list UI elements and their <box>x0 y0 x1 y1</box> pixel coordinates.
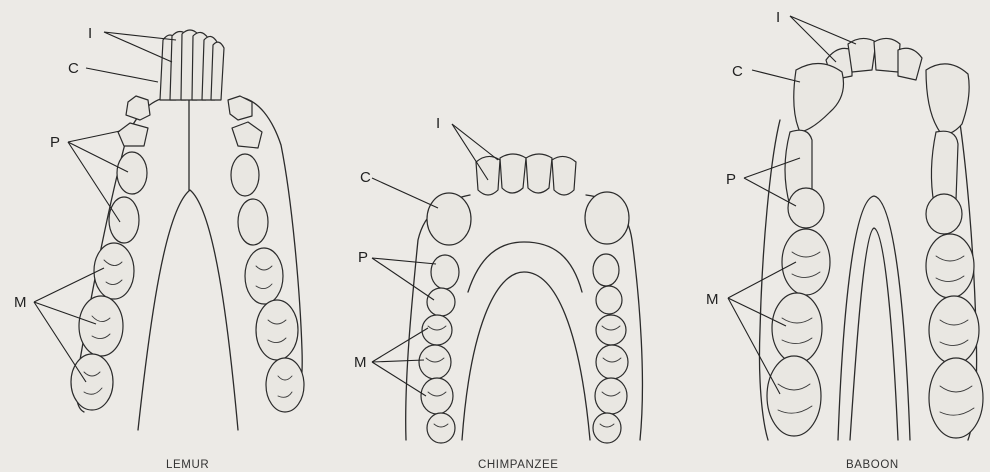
chimpanzee-canine-right <box>585 192 629 244</box>
baboon-premolar <box>788 188 824 228</box>
baboon-molar <box>926 234 974 298</box>
chimpanzee-palate-arc <box>468 242 582 292</box>
lemur-premolar <box>109 197 139 243</box>
chimpanzee-incisors <box>476 154 576 195</box>
lemur-incisors <box>160 30 224 100</box>
baboon-jaw: I C P M BABOON <box>706 9 983 471</box>
lemur-molar <box>79 296 123 356</box>
lemur-premolar <box>118 123 148 146</box>
baboon-caption: BABOON <box>846 459 899 471</box>
chimpanzee-premolar <box>431 255 459 289</box>
baboon-molar <box>929 296 979 364</box>
chimpanzee-molar <box>593 413 621 443</box>
chimpanzee-label-premolar: P <box>358 249 368 266</box>
chimpanzee-premolar <box>593 254 619 286</box>
lemur-molar <box>71 354 113 410</box>
lemur-molar <box>94 243 134 299</box>
baboon-label-canine: C <box>732 63 743 80</box>
lemur-label-premolar: P <box>50 134 60 151</box>
baboon-canine-left <box>794 63 844 132</box>
baboon-label-incisor: I <box>776 9 780 26</box>
baboon-label-molar: M <box>706 291 719 308</box>
baboon-canine-right <box>926 64 969 134</box>
lemur-premolar <box>232 122 262 148</box>
lemur-caption: LEMUR <box>166 459 209 471</box>
lemur-jaw: I C P M LEMUR <box>14 25 304 471</box>
chimpanzee-label-incisor: I <box>436 115 440 132</box>
lemur-canine-left <box>126 96 150 120</box>
chimpanzee-caption: CHIMPANZEE <box>478 459 559 471</box>
lemur-premolar <box>238 199 268 245</box>
chimpanzee-label-molar: M <box>354 354 367 371</box>
lemur-molar <box>256 300 298 360</box>
chimpanzee-canine-left <box>427 193 471 245</box>
lemur-label-incisor: I <box>88 25 92 42</box>
lemur-canine-right <box>228 96 252 120</box>
chimpanzee-molar <box>427 413 455 443</box>
baboon-molar <box>782 229 830 295</box>
lemur-molar <box>245 248 283 304</box>
baboon-molar <box>772 293 822 363</box>
lemur-label-molar: M <box>14 294 27 311</box>
chimpanzee-premolar <box>596 286 622 314</box>
lemur-premolar <box>231 154 259 196</box>
chimpanzee-label-canine: C <box>360 169 371 186</box>
baboon-label-premolar: P <box>726 171 736 188</box>
chimpanzee-premolar <box>427 288 455 316</box>
lemur-label-canine: C <box>68 60 79 77</box>
baboon-premolar <box>926 194 962 234</box>
chimpanzee-jaw: I C P M CHIMPANZEE <box>354 115 642 471</box>
baboon-inner-arc <box>850 228 898 440</box>
lemur-molar <box>266 358 304 412</box>
baboon-molar <box>929 358 983 438</box>
baboon-palate-arc <box>838 196 910 440</box>
baboon-molar <box>767 356 821 436</box>
lemur-premolar <box>117 152 147 194</box>
lemur-palate-arc <box>138 190 238 430</box>
chimpanzee-chin-arc <box>462 272 590 440</box>
